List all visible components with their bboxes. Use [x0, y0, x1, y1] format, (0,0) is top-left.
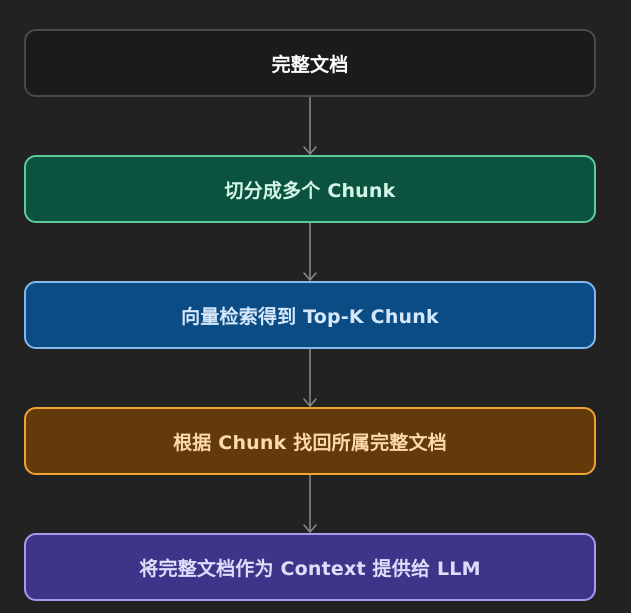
node-provide-context-to-llm: 将完整文档作为 Context 提供给 LLM	[24, 533, 596, 601]
node-full-document-label: 完整文档	[271, 53, 349, 76]
node-vector-retrieval-label: 向量检索得到 Top-K Chunk	[181, 305, 439, 328]
arrow-2-to-3	[303, 222, 317, 281]
node-provide-context-to-llm-label: 将完整文档作为 Context 提供给 LLM	[139, 557, 481, 580]
node-retrieve-parent-document: 根据 Chunk 找回所属完整文档	[24, 407, 596, 475]
node-split-chunks-label: 切分成多个 Chunk	[224, 179, 396, 202]
node-vector-retrieval: 向量检索得到 Top-K Chunk	[24, 281, 596, 349]
node-retrieve-parent-document-label: 根据 Chunk 找回所属完整文档	[173, 431, 447, 454]
arrow-3-to-4	[303, 348, 317, 407]
arrow-4-to-5	[303, 474, 317, 533]
node-split-chunks: 切分成多个 Chunk	[24, 155, 596, 223]
arrow-1-to-2	[303, 96, 317, 155]
node-full-document: 完整文档	[24, 29, 596, 97]
